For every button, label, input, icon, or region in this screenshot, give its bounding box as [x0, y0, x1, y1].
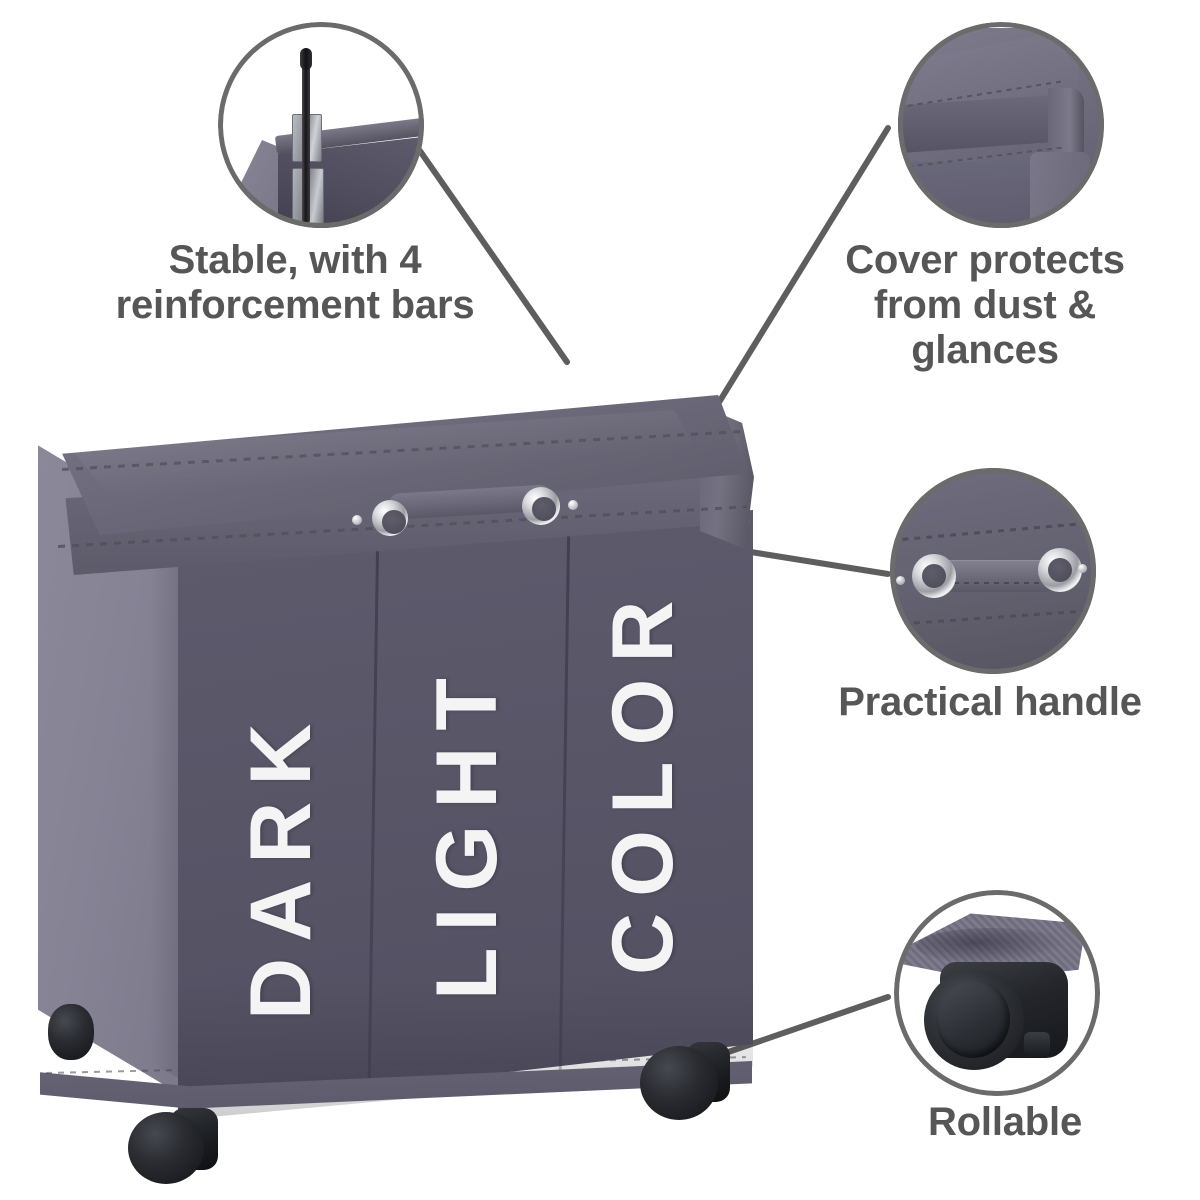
label-color: COLOR: [595, 584, 691, 975]
caption-handle: Practical handle: [838, 680, 1142, 724]
bar-rod: [302, 50, 310, 224]
callout-bubble-cover: [898, 22, 1104, 228]
callout-bubble-rollable: [894, 890, 1100, 1096]
handle-seam-upper: [890, 521, 1096, 542]
handle-rivet-left: [896, 576, 905, 585]
label-light: LIGHT: [419, 662, 515, 1000]
caption-rollable: Rollable: [928, 1100, 1082, 1144]
handle-seam-lower: [890, 608, 1096, 627]
handle-rivet-right: [1078, 564, 1087, 573]
hamper-front-panel: [178, 510, 753, 1110]
wheel-swivel-pin: [1024, 1032, 1050, 1056]
bar-rod-cap: [300, 48, 312, 70]
reinforcement-bar-icon: [218, 22, 424, 228]
caster-wheel-icon: [894, 890, 1100, 1096]
callout-bubble-reinforcement-bars: [218, 22, 424, 228]
cover-side-flap: [1030, 152, 1090, 228]
handle-grommet-right: [1038, 548, 1082, 592]
label-dark: DARK: [233, 707, 329, 1020]
wheel-hub: [936, 980, 1010, 1058]
caster-wheel-rear: [48, 1004, 94, 1060]
hamper-rivet-left: [352, 515, 362, 525]
caster-wheel-front: [640, 1046, 718, 1120]
caption-reinforcement-bars: Stable, with 4 reinforcement bars: [115, 238, 475, 327]
hamper-rivet-right: [568, 500, 578, 510]
product-image-laundry-hamper: DARK LIGHT COLOR: [38, 395, 754, 1184]
cover-lid-rounded-edge: [1048, 88, 1084, 164]
handle-strap-stitch: [934, 582, 1052, 584]
hamper-grommet-right: [522, 487, 560, 525]
wheel-fabric-shadow: [916, 928, 1066, 964]
handle-grommet-left: [912, 554, 956, 598]
hamper-grommet-left: [372, 500, 408, 536]
caster-wheel-left: [128, 1112, 204, 1184]
caption-cover: Cover protects from dust & glances: [845, 238, 1125, 372]
callout-bubble-handle: [890, 468, 1096, 674]
handle-icon: [890, 468, 1096, 674]
cover-lid-icon: [898, 22, 1104, 228]
